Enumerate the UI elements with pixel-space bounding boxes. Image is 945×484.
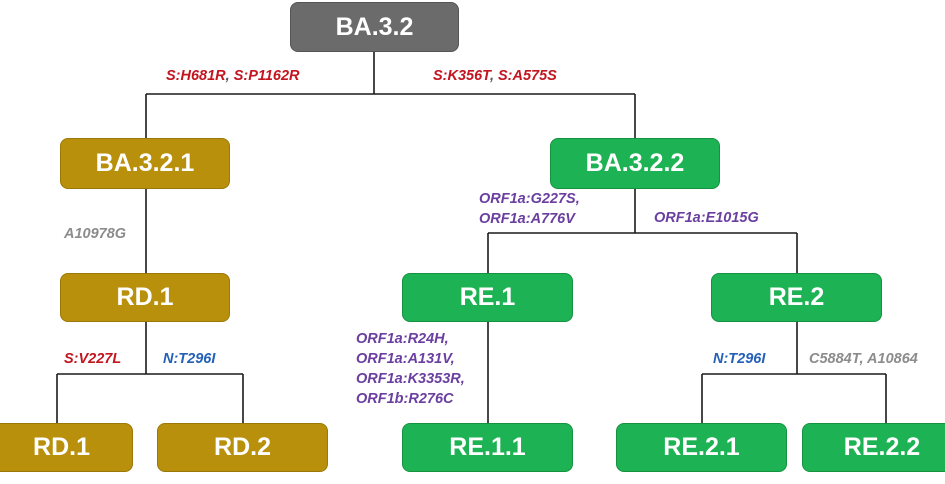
node-re-1-1-label: RE.1.1 [449, 433, 526, 461]
node-rd-1: RD.1 [60, 273, 230, 322]
mutation-label-re-2: ORF1a:E1015G [654, 210, 759, 226]
node-ba-3-2-1-label: BA.3.2.1 [95, 149, 195, 177]
node-ba-3-2: BA.3.2 [290, 2, 459, 52]
mutation-label-re-1: ORF1a:G227S, ORF1a:A776V [479, 191, 580, 227]
node-ba-3-2-1: BA.3.2.1 [60, 138, 230, 189]
mutation-label-rd-2: N:T296I [163, 351, 216, 367]
node-re-2-1: RE.2.1 [616, 423, 787, 472]
node-re-2-1-label: RE.2.1 [663, 433, 740, 461]
node-re-2-2-label: RE.2.2 [843, 433, 921, 461]
mutation-label-rd-1: A10978G [64, 226, 127, 242]
node-re-1-1: RE.1.1 [402, 423, 573, 472]
mutation-label-re-2-2: C5884T, A10864 [809, 351, 918, 367]
node-rd-1-leaf: RD.1 [0, 423, 133, 472]
node-ba-3-2-2-label: BA.3.2.2 [585, 149, 685, 177]
node-ba-3-2-label: BA.3.2 [335, 12, 414, 41]
node-re-2-2: RE.2.2 [802, 423, 945, 472]
node-rd-2: RD.2 [157, 423, 328, 472]
mutation-label-ba-3-2-2: S:K356T, S:A575S [433, 68, 557, 84]
node-rd-2-label: RD.2 [214, 433, 271, 461]
mutation-label-re-1-1: ORF1a:R24H, ORF1a:A131V, ORF1a:K3353R, O… [356, 331, 465, 407]
node-ba-3-2-2: BA.3.2.2 [550, 138, 720, 189]
node-rd-1-leaf-label: RD.1 [33, 433, 90, 461]
node-re-2: RE.2 [711, 273, 882, 322]
node-re-1: RE.1 [402, 273, 573, 322]
node-rd-1-label: RD.1 [116, 283, 174, 311]
node-re-2-label: RE.2 [768, 283, 825, 311]
node-re-1-label: RE.1 [459, 283, 516, 311]
mutation-label-ba-3-2-1: S:H681R, S:P1162R [166, 68, 300, 84]
mutation-label-re-2-1: N:T296I [713, 351, 766, 367]
mutation-label-rd-1-leaf: S:V227L [64, 351, 122, 367]
